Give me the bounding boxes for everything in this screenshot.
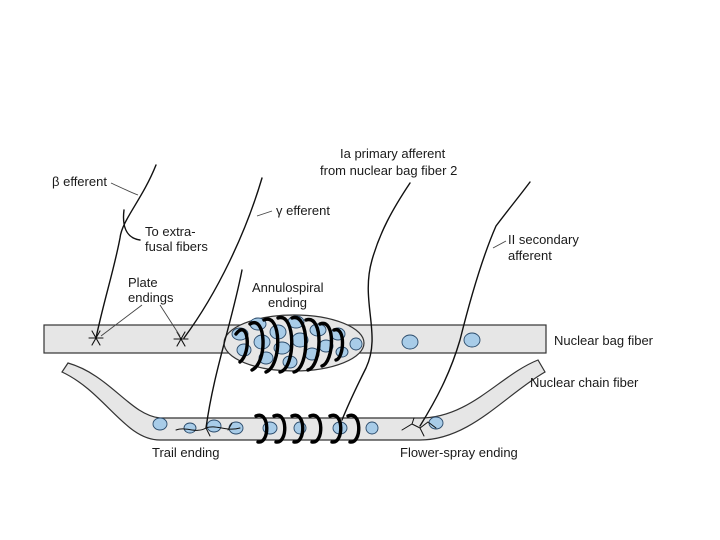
gamma-efferent-axon xyxy=(183,177,263,339)
flower-spray-ending-label: Flower-spray ending xyxy=(400,445,518,460)
annulospiral-coils-chain xyxy=(254,413,361,444)
nuclear-bag-fiber-label: Nuclear bag fiber xyxy=(554,333,654,348)
trail-ending-axon xyxy=(205,269,243,429)
to-extrafusal-label-line2: fusal fibers xyxy=(145,239,208,254)
flower-spray-branches xyxy=(401,417,437,437)
beta-extrafusal-branch xyxy=(122,209,141,241)
ia-afferent-label-line2: from nuclear bag fiber 2 xyxy=(320,163,457,178)
annulospiral-label-line2: ending xyxy=(268,295,307,310)
beta-efferent-label: β efferent xyxy=(52,174,107,189)
annulospiral-label-line1: Annulospiral xyxy=(252,280,324,295)
nuclear-chain-fiber-label: Nuclear chain fiber xyxy=(530,375,639,390)
ia-afferent-axon xyxy=(341,182,411,421)
trail-ending-label: Trail ending xyxy=(152,445,219,460)
gamma-efferent-label: γ efferent xyxy=(276,203,330,218)
beta-efferent-axon xyxy=(95,164,157,339)
ia-afferent-label-line1: Ia primary afferent xyxy=(340,146,446,161)
ii-afferent-label-line1: II secondary xyxy=(508,232,579,247)
ii-afferent-label-line2: afferent xyxy=(508,248,552,263)
ii-afferent-axon xyxy=(419,181,531,427)
bag-fiber-outer-nuclei xyxy=(349,332,481,351)
leader-lines xyxy=(100,182,507,337)
beta-plate-ending xyxy=(88,330,104,346)
to-extrafusal-label-line1: To extra- xyxy=(145,224,196,239)
annulospiral-coils-bag xyxy=(234,316,345,374)
gamma-plate-ending xyxy=(173,331,189,347)
plate-endings-label-line1: Plate xyxy=(128,275,158,290)
plate-endings-label-line2: endings xyxy=(128,290,174,305)
